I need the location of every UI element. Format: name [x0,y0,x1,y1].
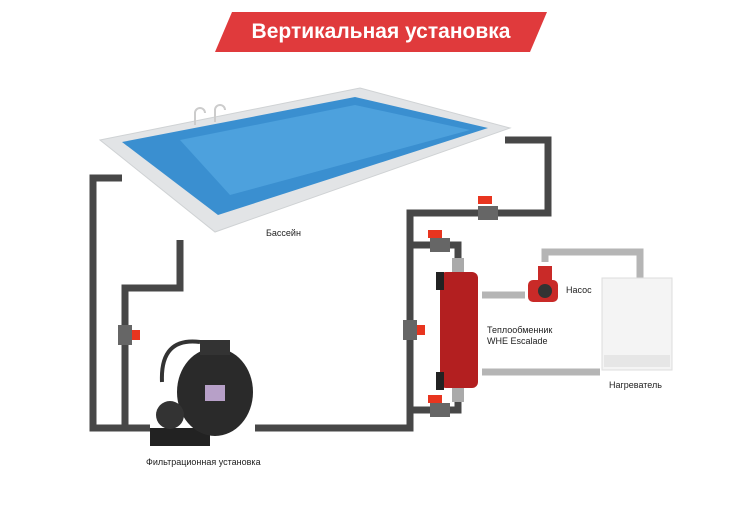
valve-exchanger-in [428,230,450,252]
pipe-pump-heater [541,248,644,280]
exchanger-label-1: Теплообменник [487,325,553,335]
filter-unit [150,339,253,446]
pump [528,266,558,302]
pipe-pool-bottom [121,240,184,425]
heater [601,277,673,371]
secondary-pipes [482,248,644,376]
valve-top [478,196,498,220]
pump-label: Насос [566,285,592,295]
valve-exchanger-bypass [403,320,425,340]
title-banner [215,12,547,52]
pipe-pool-left [89,174,150,432]
pool-label: Бассейн [266,228,301,238]
valve-exchanger-out [428,395,450,417]
pool [98,87,512,233]
valves [118,196,498,417]
heat-exchanger [436,258,478,402]
exchanger-label-2: WHE Escalade [487,336,548,346]
valve-left [118,325,140,345]
heater-label: Нагреватель [609,380,662,390]
filter-label: Фильтрационная установка [146,457,261,467]
page-title: Вертикальная установка [251,20,511,43]
